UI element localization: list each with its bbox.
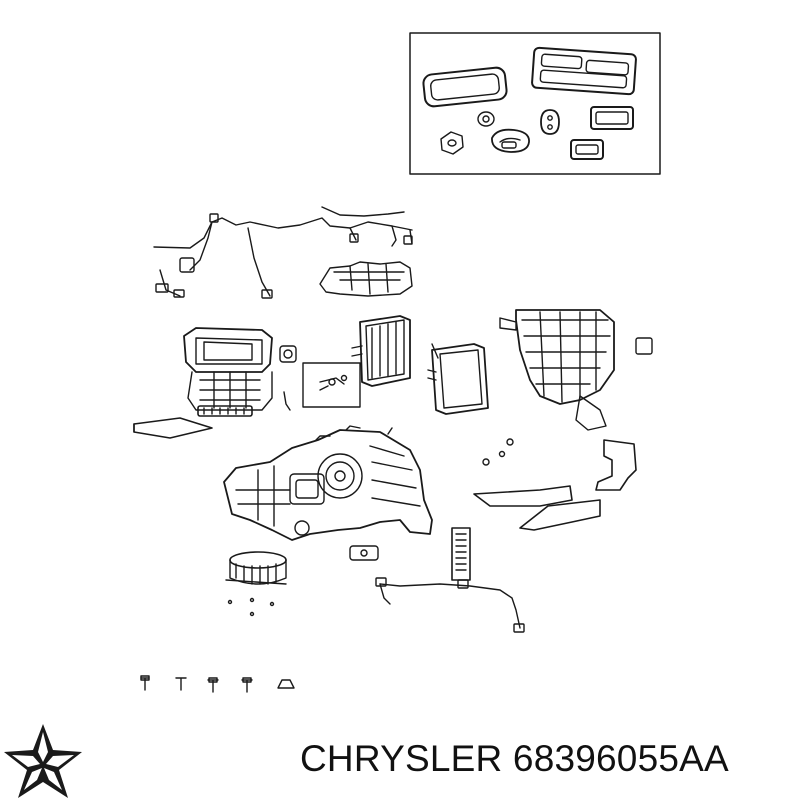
mode-actuator (349, 545, 379, 561)
upper-housing-bracket (319, 261, 413, 297)
gasket-large (422, 66, 508, 108)
fasteners-row (140, 675, 295, 693)
part-number: 68396055AA (512, 738, 729, 779)
clip-nut (277, 679, 295, 689)
screw-2 (175, 677, 187, 691)
chrysler-pentastar-logo (4, 724, 82, 798)
connector-cable (283, 391, 291, 411)
duct-vertical (595, 439, 637, 491)
seal-kit-inset (409, 32, 661, 175)
heater-core (351, 315, 411, 387)
evaporator-core (427, 343, 489, 415)
grommet-oval (491, 128, 530, 153)
grommet-figure-eight (540, 109, 560, 135)
cabin-filter-strip (197, 405, 253, 417)
screw-1 (140, 675, 150, 691)
screw-4 (241, 677, 253, 693)
small-fasteners (482, 438, 514, 466)
hvac-main-housing (223, 425, 433, 541)
grommet-hex (440, 131, 464, 155)
gasket-grid (531, 46, 637, 96)
distribution-housing (499, 309, 653, 431)
wiring-harness-lower (375, 577, 525, 633)
brand-name: CHRYSLER (300, 738, 503, 779)
screw-3 (207, 677, 219, 693)
seal-rectangular (590, 106, 634, 130)
ptc-heater-element (451, 527, 471, 581)
seal-square (570, 139, 604, 160)
part-caption: CHRYSLER 68396055AA (300, 737, 729, 781)
blower-housing-upper (183, 327, 273, 411)
hardware-inset (302, 362, 361, 408)
cabin-filter (133, 417, 213, 439)
wiring-harness-upper (153, 206, 413, 299)
blower-motor (225, 551, 287, 617)
actuator-small (279, 345, 297, 363)
grommet-round (477, 111, 495, 127)
duct-floor (473, 485, 601, 531)
